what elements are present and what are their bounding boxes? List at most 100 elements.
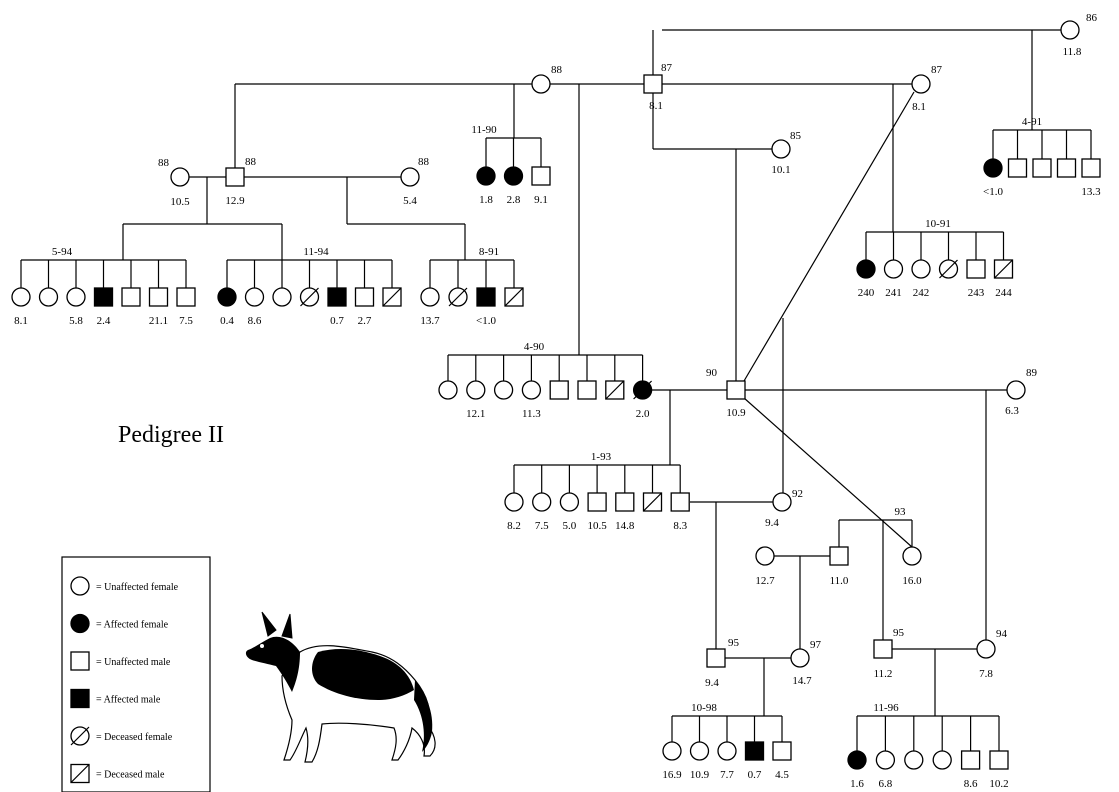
value-label: 8.1 (649, 100, 663, 112)
individual-f88b (401, 168, 419, 186)
pup-value-label: <1.0 (983, 186, 1003, 198)
pup-value-label: 8.1 (14, 315, 28, 327)
legend-label: = Affected male (96, 695, 161, 706)
pup-value-label: 10.2 (989, 778, 1008, 790)
pup-l-5-94-3 (95, 288, 113, 306)
individual-m88 (226, 168, 244, 186)
pup-value-label: 244 (995, 287, 1012, 299)
german-shepherd-dog-illustration (246, 612, 435, 762)
value-label: 12.7 (755, 575, 775, 587)
birth-year-label: 95 (728, 637, 740, 649)
pup-l-11-94-6 (383, 288, 401, 306)
value-label: 9.4 (705, 677, 719, 689)
individual-f97 (791, 649, 809, 667)
individual-f89 (1007, 381, 1025, 399)
pup-l-10-91-5 (995, 260, 1013, 278)
pup-l-5-94-6 (177, 288, 195, 306)
pup-value-label: 2.4 (97, 315, 111, 327)
pup-value-label: 8.2 (507, 520, 521, 532)
individual-f93a (756, 547, 774, 565)
pup-l-4-91-4 (1082, 159, 1100, 177)
pup-l-5-94-1 (40, 288, 58, 306)
pup-l-11-94-1 (246, 288, 264, 306)
legend-symbol-unaffected-male (71, 652, 89, 670)
birth-year-label: 89 (1026, 367, 1038, 379)
litter-label: 10-91 (925, 218, 951, 230)
birth-year-label: 86 (1086, 12, 1098, 24)
pedigree-title: Pedigree II (118, 422, 224, 448)
pup-l-10-91-0 (857, 260, 875, 278)
pup-l-1-93-2 (560, 493, 578, 511)
pup-value-label: 13.7 (420, 315, 440, 327)
value-label: 11.0 (830, 575, 849, 587)
value-label: 8.1 (912, 101, 926, 113)
individual-f85 (772, 140, 790, 158)
pup-l-10-98-1 (691, 742, 709, 760)
legend-label: = Affected female (96, 620, 169, 631)
pup-l-4-90-5 (578, 381, 596, 399)
legend-label: = Unaffected female (96, 582, 179, 593)
pup-l-11-90-2 (532, 167, 550, 185)
pup-value-label: 5.8 (69, 315, 83, 327)
pup-l-5-94-0 (12, 288, 30, 306)
pup-l-1-93-1 (533, 493, 551, 511)
value-label: 7.8 (979, 668, 993, 680)
pup-l-4-91-2 (1033, 159, 1051, 177)
pup-l-4-91-3 (1058, 159, 1076, 177)
birth-year-label: 94 (996, 628, 1008, 640)
individual-f86 (1061, 21, 1079, 39)
litter-label: 93 (895, 506, 907, 518)
pup-l-4-91-0 (984, 159, 1002, 177)
pup-l-4-90-7 (634, 381, 652, 399)
birth-year-label: 85 (790, 130, 802, 142)
pup-l-4-90-0 (439, 381, 457, 399)
pup-l-4-90-2 (495, 381, 513, 399)
birth-year-label: 92 (792, 488, 803, 500)
pup-l-11-96-1 (876, 751, 894, 769)
pup-value-label: 242 (913, 287, 930, 299)
individual-m87 (644, 75, 662, 93)
pup-l-5-94-4 (122, 288, 140, 306)
legend-label: = Deceased male (96, 770, 165, 781)
pup-value-label: 7.5 (179, 315, 193, 327)
pup-value-label: 8.6 (248, 315, 262, 327)
pup-l-1-93-3 (588, 493, 606, 511)
pup-l-4-90-6 (606, 381, 624, 399)
legend-symbol-affected-female (71, 615, 89, 633)
pup-l-11-96-2 (905, 751, 923, 769)
pup-value-label: 2.7 (358, 315, 372, 327)
pup-value-label: 2.8 (507, 194, 521, 206)
pup-l-10-91-2 (912, 260, 930, 278)
litter-label: 11-96 (873, 702, 899, 714)
pup-l-10-98-2 (718, 742, 736, 760)
pup-value-label: 21.1 (149, 315, 168, 327)
pup-value-label: 1.6 (850, 778, 864, 790)
pup-l-4-91-1 (1009, 159, 1027, 177)
litter-label: 8-91 (479, 246, 499, 258)
pup-value-label: <1.0 (476, 315, 496, 327)
value-label: 12.9 (225, 195, 245, 207)
pup-l-10-91-4 (967, 260, 985, 278)
pup-l-8-91-2 (477, 288, 495, 306)
legend-symbol-affected-male (71, 690, 89, 708)
individual-m95a (707, 649, 725, 667)
litter-label: 4-91 (1022, 116, 1042, 128)
value-label: 10.9 (726, 407, 746, 419)
pup-value-label: 13.3 (1081, 186, 1101, 198)
legend-label: = Deceased female (96, 732, 173, 743)
pup-l-4-90-4 (550, 381, 568, 399)
pup-value-label: 0.7 (748, 769, 762, 781)
pup-value-label: 10.5 (587, 520, 607, 532)
pup-l-1-93-4 (616, 493, 634, 511)
litter-label: 10-98 (691, 702, 717, 714)
pup-value-label: 7.7 (720, 769, 734, 781)
value-label: 9.4 (765, 517, 779, 529)
pup-value-label: 6.8 (879, 778, 893, 790)
pup-l-8-91-0 (421, 288, 439, 306)
individual-f88a (171, 168, 189, 186)
individual-f88 (532, 75, 550, 93)
legend-symbol-deceased-female (71, 727, 89, 745)
litter-label: 5-94 (52, 246, 73, 258)
pup-l-4-90-1 (467, 381, 485, 399)
